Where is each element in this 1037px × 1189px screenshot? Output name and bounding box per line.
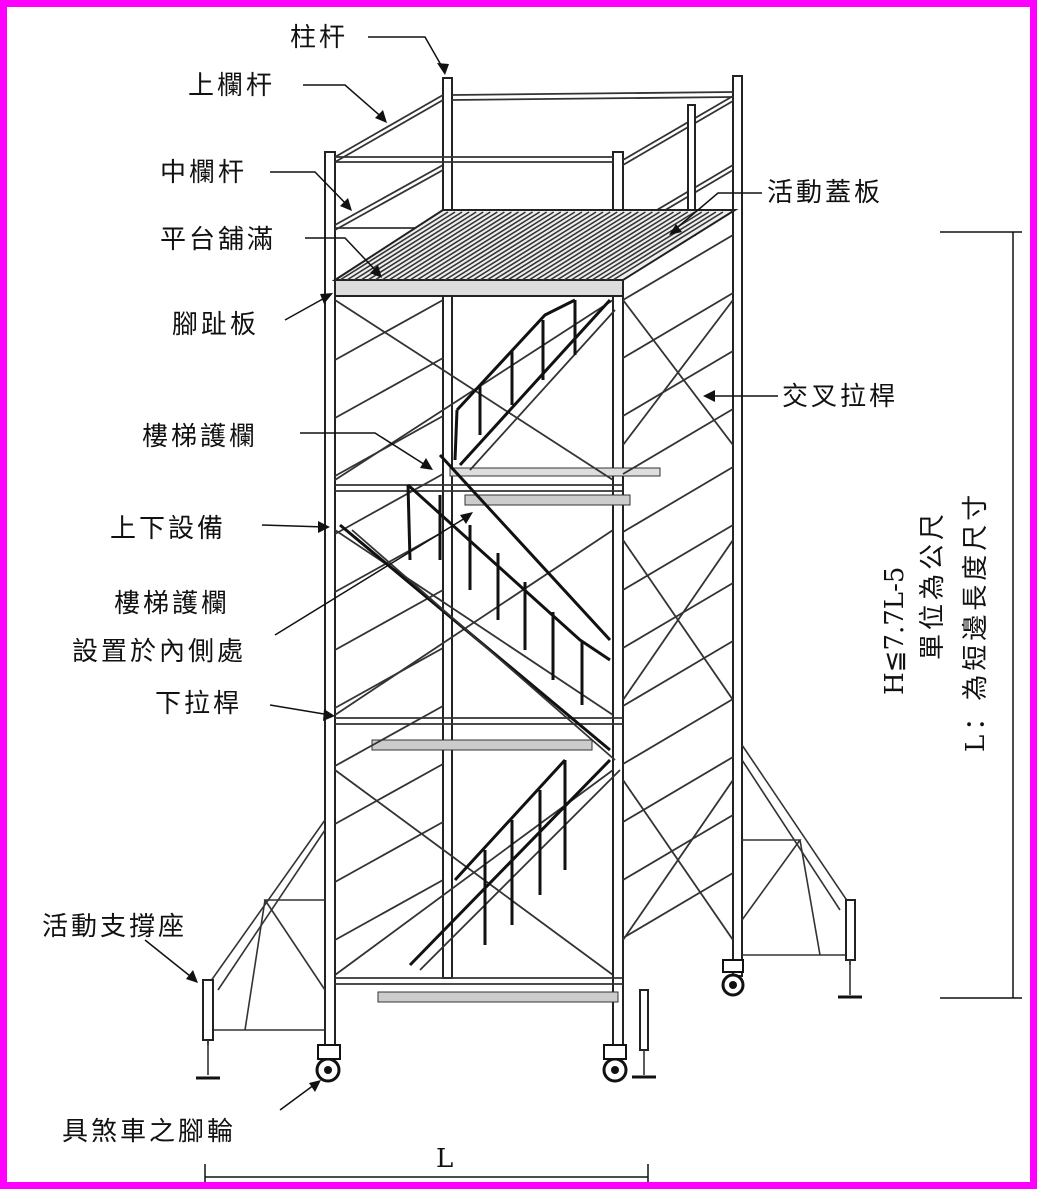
deck-plank — [577, 211, 689, 281]
deck-plank — [521, 211, 632, 281]
label-top-rail: 上欄杆 — [188, 71, 275, 101]
deck-plank — [591, 211, 703, 281]
side-rung — [622, 756, 734, 823]
dimension-width-label: L — [436, 1144, 456, 1174]
deck-plank — [437, 211, 548, 281]
side-rung — [622, 524, 734, 591]
label-stair-guardrail-inner-2: 設置於內側處 — [72, 637, 246, 667]
dimension-unit-note: 單位為公尺 — [918, 510, 948, 660]
deck-plank — [339, 211, 449, 281]
scaffold-structure — [196, 75, 862, 1083]
label-outrigger: 活動支撐座 — [42, 912, 187, 942]
side-rung — [334, 357, 444, 419]
deck-plank — [493, 211, 604, 281]
side-rung — [622, 872, 734, 939]
side-rung — [622, 640, 734, 707]
dimension-height-formula: H≦7.7L-5 — [880, 567, 910, 695]
deck-plank — [430, 211, 541, 281]
deck-plank — [465, 211, 576, 281]
deck-plank — [444, 211, 555, 281]
deck-plank — [479, 211, 590, 281]
deck-plank — [388, 211, 498, 281]
deck-plank — [367, 211, 477, 281]
side-rung — [622, 814, 734, 881]
deck-plank — [556, 211, 667, 281]
deck-plank — [535, 211, 646, 281]
deck-plank — [353, 211, 463, 281]
deck-plank — [395, 211, 505, 281]
side-rung — [622, 234, 734, 301]
deck-plank — [542, 211, 653, 281]
deck-plank — [605, 211, 717, 281]
side-rung — [622, 582, 734, 649]
side-rung — [334, 705, 444, 767]
deck-plank — [549, 211, 660, 281]
deck-plank — [451, 211, 562, 281]
deck-plank — [507, 211, 618, 281]
deck-plank — [374, 211, 484, 281]
label-post: 柱杆 — [290, 23, 348, 53]
side-rung — [334, 821, 444, 883]
deck-plank — [409, 211, 519, 281]
dimension-lines — [204, 231, 1022, 1182]
label-bottom-brace: 下拉桿 — [155, 689, 242, 719]
label-stair-guardrail-inner-1: 樓梯護欄 — [114, 589, 230, 619]
label-hatch-cover: 活動蓋板 — [767, 178, 883, 208]
deck-plank — [416, 211, 526, 281]
deck-plank — [346, 211, 456, 281]
side-rung — [622, 350, 734, 417]
deck-plank — [514, 211, 625, 281]
deck-plank — [584, 211, 696, 281]
label-toe-board: 腳趾板 — [172, 310, 259, 340]
side-rung — [334, 763, 444, 825]
deck-plank — [458, 211, 569, 281]
deck-plank — [612, 211, 724, 281]
side-rung — [334, 589, 444, 651]
label-casters: 具煞車之腳輪 — [62, 1117, 236, 1147]
side-rung — [334, 299, 444, 361]
deck-plank — [402, 211, 512, 281]
deck-plank — [570, 211, 682, 281]
side-rung — [622, 466, 734, 533]
label-cross-brace: 交叉拉桿 — [782, 382, 898, 412]
deck-plank — [598, 211, 710, 281]
dimension-l-note: L：為短邊長度尺寸 — [961, 491, 991, 752]
deck-plank — [472, 211, 583, 281]
deck-plank — [500, 211, 611, 281]
side-rung — [334, 879, 444, 941]
deck-plank — [486, 211, 597, 281]
deck-plank — [563, 211, 675, 281]
side-rung — [622, 292, 734, 359]
deck-plank — [423, 211, 534, 281]
deck-plank — [381, 211, 491, 281]
side-rung — [622, 408, 734, 475]
leader-lines — [144, 36, 778, 1111]
side-rung — [622, 698, 734, 765]
label-mid-rail: 中欄杆 — [160, 158, 247, 188]
label-stair-guardrail: 樓梯護欄 — [142, 422, 258, 452]
side-rung — [334, 473, 444, 535]
label-access-equipment: 上下設備 — [110, 514, 226, 544]
deck-plank — [528, 211, 639, 281]
label-platform-full: 平台舖滿 — [160, 225, 276, 255]
